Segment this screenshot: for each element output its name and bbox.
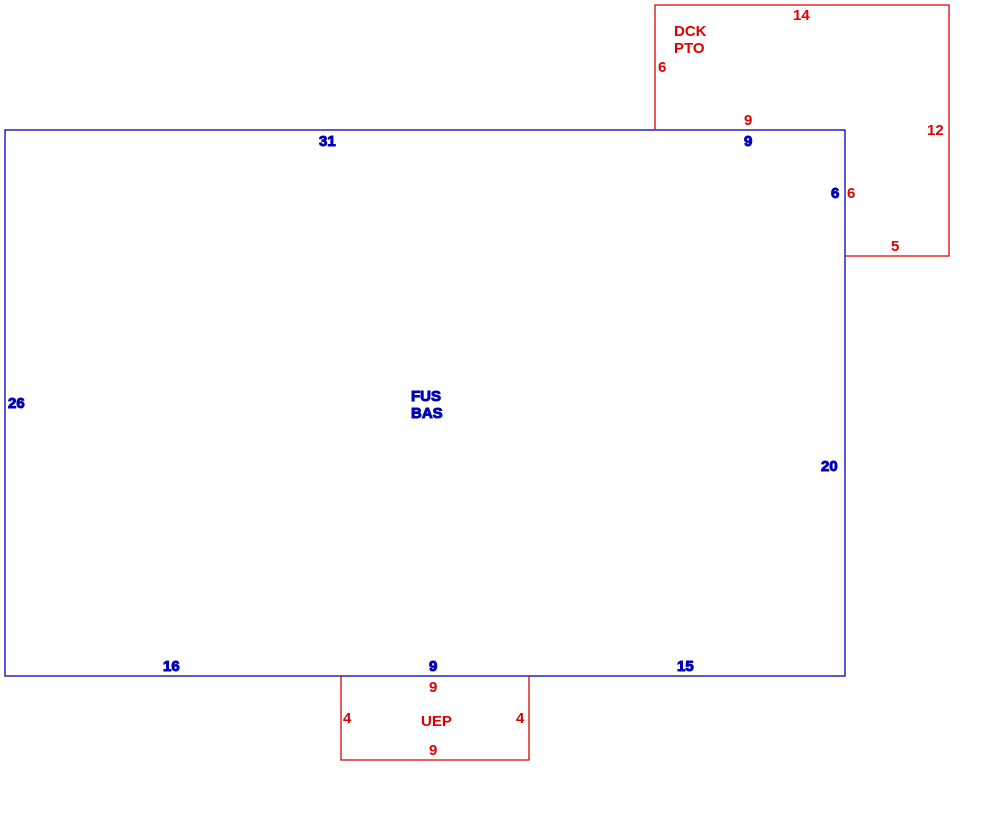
porch-area: UEP 9 4 4 9 — [340, 676, 530, 761]
deck-dim-left: 6 — [658, 59, 666, 76]
deck-dim-bottom-right: 5 — [891, 238, 899, 255]
porch-dim-left: 4 — [343, 710, 352, 727]
main-dim-bottom-right: 15 — [677, 658, 694, 675]
main-area-outline — [4, 129, 846, 677]
porch-dim-bottom: 9 — [429, 742, 437, 759]
deck-dim-bottom-left: 9 — [744, 112, 752, 129]
porch-area-outline — [340, 676, 530, 761]
deck-dim-top: 14 — [793, 7, 810, 24]
deck-dim-inner-left: 6 — [847, 185, 855, 202]
deck-area-outline — [654, 4, 950, 257]
deck-area: DCK PTO 14 6 9 12 6 5 — [654, 4, 950, 257]
main-dim-right-lower: 20 — [821, 458, 838, 475]
deck-dim-right: 12 — [927, 122, 944, 139]
main-dim-right-upper: 6 — [831, 185, 839, 202]
main-dim-top-right: 9 — [744, 133, 752, 150]
porch-area-label: UEP — [421, 713, 452, 730]
main-area-label-line2: BAS — [411, 405, 443, 422]
main-dim-bottom-left: 16 — [163, 658, 180, 675]
porch-dim-right: 4 — [516, 710, 525, 727]
main-dim-bottom-mid: 9 — [429, 658, 437, 675]
deck-area-label-line1: DCK — [674, 23, 707, 40]
deck-area-label-line2: PTO — [674, 40, 705, 57]
main-area: FUS BAS 31 9 26 6 20 16 9 15 — [4, 129, 846, 677]
main-area-label-line1: FUS — [411, 388, 441, 405]
main-dim-top-left: 31 — [319, 133, 336, 150]
porch-dim-top: 9 — [429, 679, 437, 696]
main-dim-left: 26 — [8, 395, 25, 412]
